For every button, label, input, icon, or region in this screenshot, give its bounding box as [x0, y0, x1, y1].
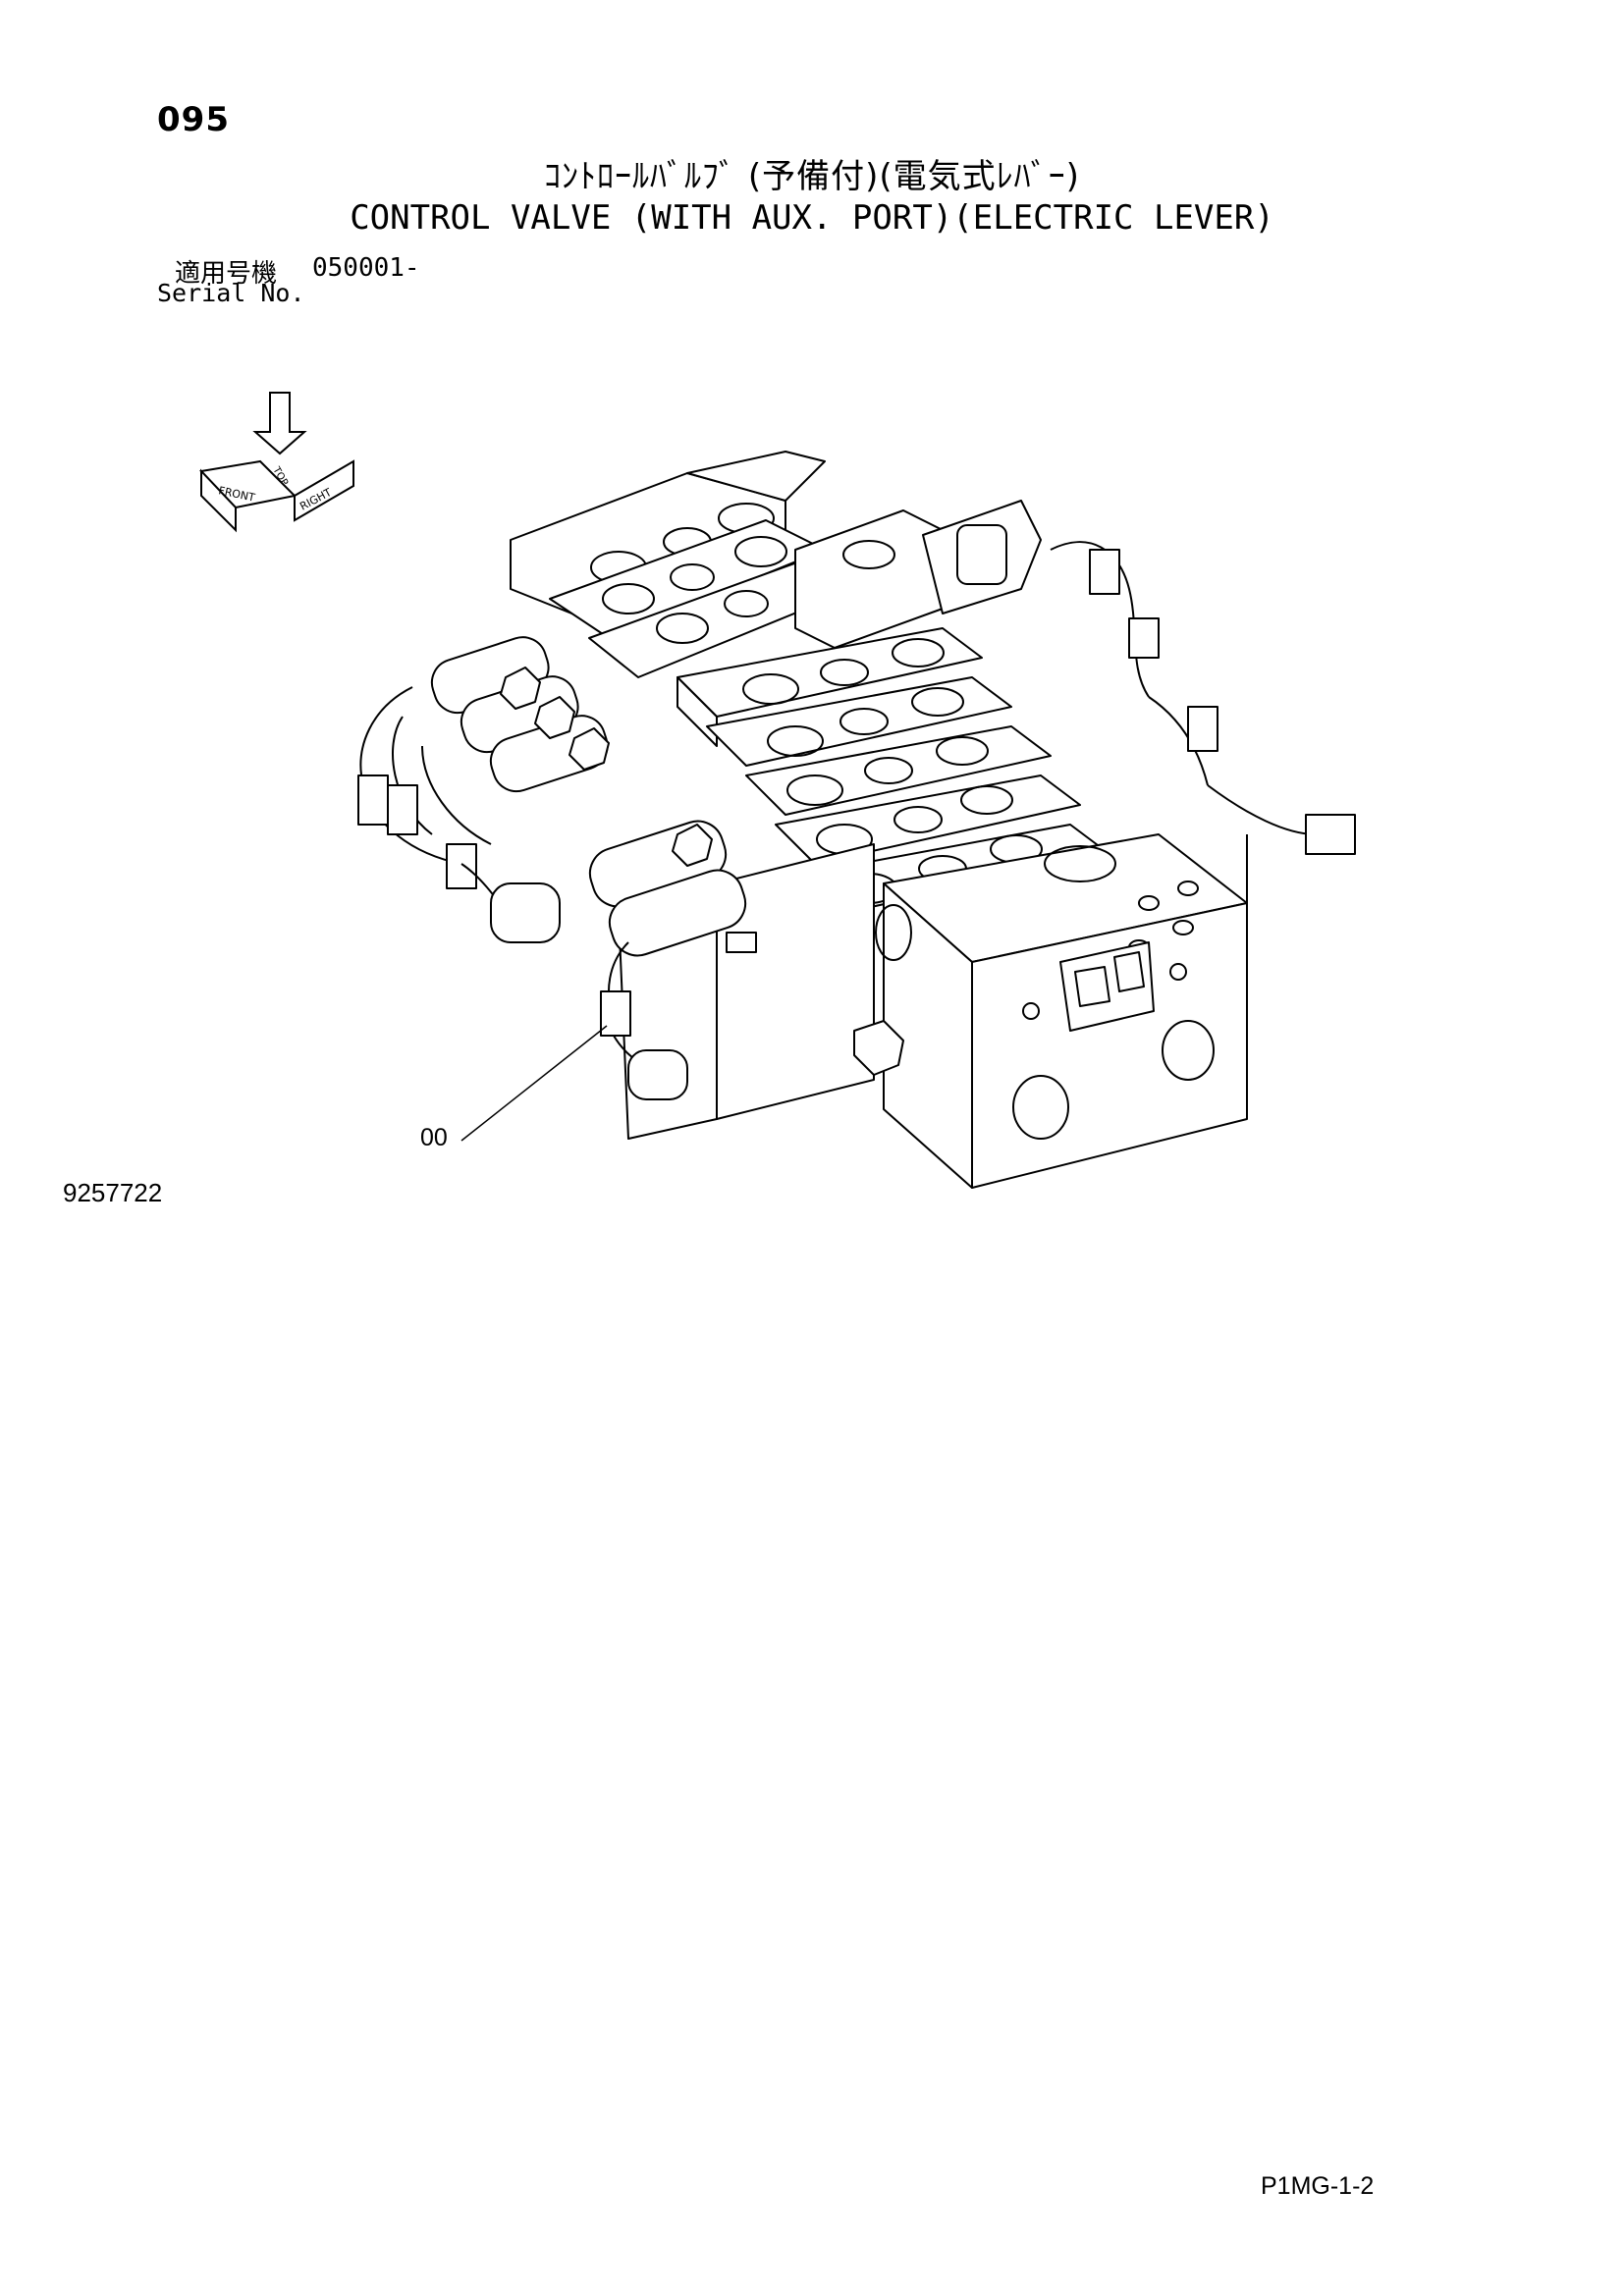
callout-label: 00: [420, 1124, 448, 1151]
orientation-front-label: FRONT: [217, 484, 256, 505]
callout-leader-line: [460, 1025, 608, 1142]
orientation-top-label: TOP: [270, 464, 290, 488]
drawing-number: 9257722: [63, 1178, 163, 1207]
page-title-english: CONTROL VALVE (WITH AUX. PORT)(ELECTRIC …: [350, 198, 1274, 238]
sheet-code: P1MG-1-2: [1261, 2172, 1375, 2200]
serial-label-japanese: 適用号機: [175, 259, 278, 289]
orientation-right-label: RIGHT: [298, 486, 334, 513]
page-title-japanese: ｺﾝﾄﾛｰﾙﾊﾞﾙﾌﾞ (予備付)(電気式ﾚﾊﾞｰ): [544, 157, 1080, 196]
serial-label-english: Serial No.: [157, 279, 305, 307]
valve-body-outline: [357, 451, 1356, 1189]
orientation-compass-icon: FRONT TOP RIGHT: [198, 392, 354, 533]
page-number: 095: [157, 100, 230, 139]
serial-value: 050001-: [312, 253, 420, 283]
